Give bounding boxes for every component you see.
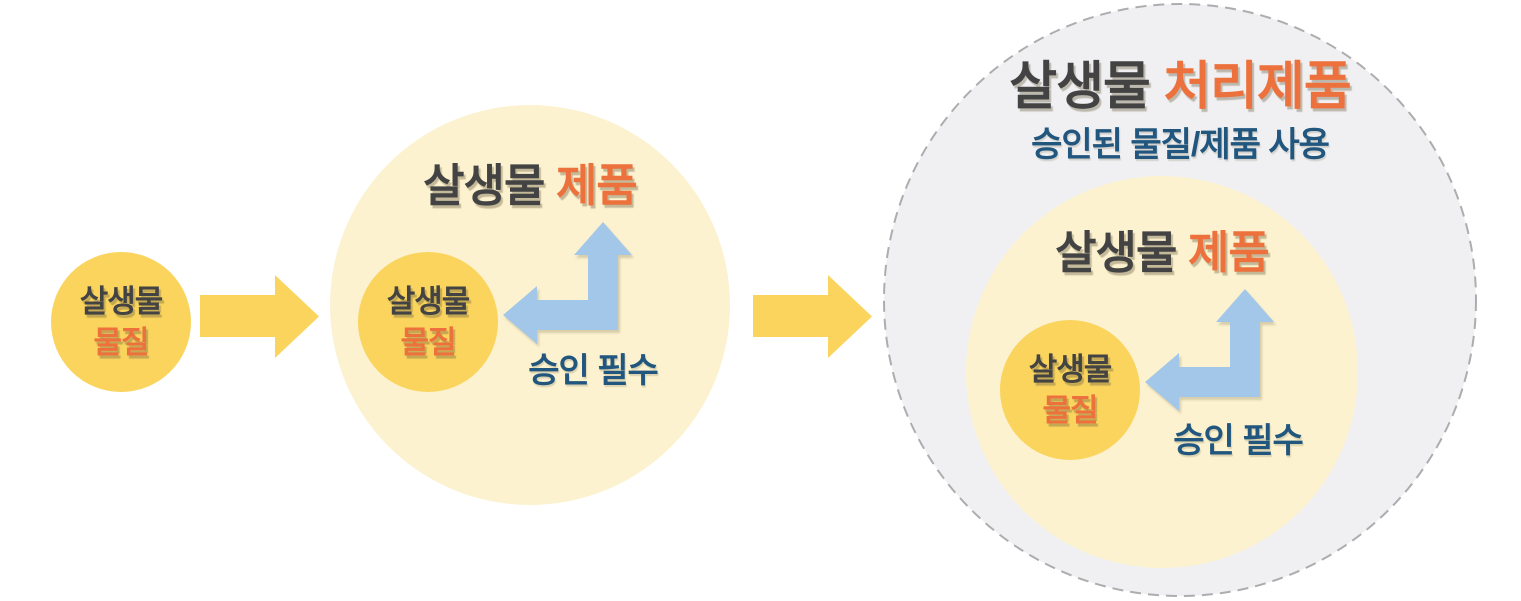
treated-substance-line2: 물질 xyxy=(1042,393,1098,428)
substance-label: 살생물 물질 xyxy=(51,252,191,392)
treated-title-prefix: 살생물 xyxy=(1009,58,1151,116)
product-inner-substance-label: 살생물 물질 xyxy=(358,252,498,392)
flow-arrow-shape xyxy=(200,275,319,358)
treated-approval-label: 승인 필수 xyxy=(1173,422,1304,460)
treated-product-title-highlight: 제품 xyxy=(1188,227,1270,278)
product-substance-line1: 살생물 xyxy=(386,284,471,319)
treated-substance-line1: 살생물 xyxy=(1028,352,1113,387)
product-approval-label: 승인 필수 xyxy=(528,352,659,390)
flow-arrow-icon xyxy=(753,275,872,358)
product-substance-line2: 물질 xyxy=(400,325,456,360)
approval-elbow-arrow-icon xyxy=(503,222,632,344)
approval-elbow-arrow-shape xyxy=(503,222,632,344)
substance-circle: 살생물 물질 xyxy=(51,252,191,392)
flow-arrow-icon xyxy=(200,275,319,358)
product-title-prefix: 살생물 xyxy=(423,160,545,211)
treated-inner-substance-label: 살생물 물질 xyxy=(1000,320,1140,460)
substance-label-line2: 물질 xyxy=(93,325,149,360)
treated-product-title-prefix: 살생물 xyxy=(1055,227,1177,278)
treated-product-subtitle: 승인된 물질/제품 사용 xyxy=(1031,126,1330,164)
approval-elbow-arrow-shape xyxy=(1145,289,1274,411)
treated-inner-substance-circle: 살생물 물질 xyxy=(1000,320,1140,460)
flow-arrow-shape xyxy=(753,275,872,358)
approval-elbow-arrow-icon xyxy=(1145,289,1274,411)
product-title-highlight: 제품 xyxy=(556,160,638,211)
substance-label-line1: 살생물 xyxy=(79,284,164,319)
product-inner-substance-circle: 살생물 물질 xyxy=(358,252,498,392)
treated-title-highlight: 처리제품 xyxy=(1163,58,1351,116)
